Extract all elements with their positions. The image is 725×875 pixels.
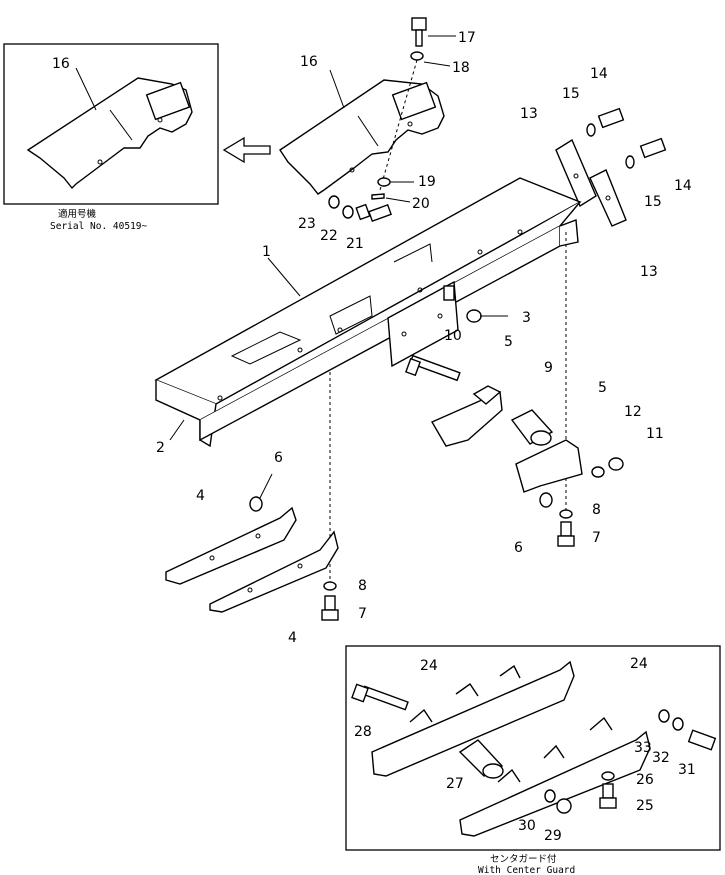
- callout-16-inset: 16: [52, 56, 70, 72]
- callout-31: 31: [678, 762, 696, 778]
- track-guard-4-lower: [209, 530, 339, 613]
- callout-9: 9: [544, 360, 553, 376]
- callout-32: 32: [652, 750, 670, 766]
- nut-3: [466, 309, 482, 323]
- callout-10: 10: [444, 328, 462, 344]
- washer-23: [328, 195, 340, 209]
- nut-6-left: [249, 496, 263, 512]
- callout-24b: 24: [630, 656, 648, 672]
- callout-7b: 7: [592, 530, 601, 546]
- callout-16: 16: [300, 54, 318, 70]
- callout-6b: 6: [514, 540, 523, 556]
- bolt-7-left: [321, 595, 339, 621]
- serial-caption-jp: 適用号機: [58, 208, 97, 220]
- pin-9: [510, 409, 554, 446]
- washer-19: [377, 177, 391, 187]
- main-frame: [154, 177, 582, 448]
- bolt-25: [599, 783, 617, 809]
- washer-30: [544, 789, 556, 803]
- callout-29: 29: [544, 828, 562, 844]
- callout-26: 26: [636, 772, 654, 788]
- callout-27: 27: [446, 776, 464, 792]
- callout-30: 30: [518, 818, 536, 834]
- bracket-13-upper: [555, 138, 597, 208]
- pin-27: [458, 739, 504, 779]
- callout-20: 20: [412, 196, 430, 212]
- callout-28: 28: [354, 724, 372, 740]
- callout-15b: 15: [644, 194, 662, 210]
- callout-24a: 24: [420, 658, 438, 674]
- callout-12: 12: [624, 404, 642, 420]
- callout-5a: 5: [504, 334, 513, 350]
- callout-13a: 13: [520, 106, 538, 122]
- nut-11: [608, 457, 624, 471]
- washer-8-left: [323, 581, 337, 591]
- nut-29: [556, 798, 572, 814]
- callout-8b: 8: [592, 502, 601, 518]
- callout-5b: 5: [598, 380, 607, 396]
- track-guard-4-upper: [165, 506, 297, 585]
- washer-26: [601, 771, 615, 781]
- callout-1: 1: [262, 244, 271, 260]
- callout-23: 23: [298, 216, 316, 232]
- support-bracket-5-right: [515, 439, 583, 493]
- callout-13b: 13: [640, 264, 658, 280]
- washer-22: [342, 205, 354, 219]
- center-guard-caption-en: With Center Guard: [478, 865, 575, 875]
- center-guard-24-rear: [371, 660, 575, 777]
- washer-8-right: [559, 509, 573, 519]
- washer-32: [672, 717, 684, 731]
- callout-19: 19: [418, 174, 436, 190]
- callout-21: 21: [346, 236, 364, 252]
- callout-14b: 14: [674, 178, 692, 194]
- bolt-14-lower: [625, 137, 667, 169]
- callout-33: 33: [634, 740, 652, 756]
- center-guard-24-front: [459, 716, 651, 837]
- callout-2: 2: [156, 440, 165, 456]
- inset-serial-frame: [3, 43, 271, 205]
- center-guard-caption-jp: センタガード付: [490, 854, 557, 865]
- bolt-14-upper: [586, 107, 625, 137]
- callout-25: 25: [636, 798, 654, 814]
- bracket-13-lower: [589, 169, 627, 227]
- pin-20: [371, 193, 385, 200]
- callout-17: 17: [458, 30, 476, 46]
- bolt-10: [405, 354, 461, 382]
- callout-14a: 14: [590, 66, 608, 82]
- bolt-17: [411, 17, 456, 47]
- callout-4b: 4: [288, 630, 297, 646]
- support-bracket-5-left: [431, 385, 503, 447]
- serial-caption-en: Serial No. 40519~: [50, 221, 148, 232]
- callout-6a: 6: [274, 450, 283, 466]
- callout-8a: 8: [358, 578, 367, 594]
- callout-3: 3: [522, 310, 531, 326]
- nut-6-right: [539, 492, 553, 508]
- callout-labels: 1 2 3 4 4 5 5 6 6 7 7 8 8 9 10 11 12 13 …: [156, 30, 696, 844]
- bolt-7-right: [557, 521, 575, 547]
- bolt-28: [351, 683, 409, 711]
- callout-11: 11: [646, 426, 664, 442]
- callout-15a: 15: [562, 86, 580, 102]
- callout-4a: 4: [196, 488, 205, 504]
- washer-12: [591, 466, 605, 478]
- inset-center-guard-frame: [345, 645, 721, 851]
- arrow-icon: [222, 136, 271, 164]
- washer-33: [658, 709, 670, 723]
- washer-18: [410, 51, 451, 67]
- callout-22: 22: [320, 228, 338, 244]
- callout-7a: 7: [358, 606, 367, 622]
- bolt-31: [687, 729, 717, 751]
- bolt-21: [355, 203, 393, 223]
- callout-18: 18: [452, 60, 470, 76]
